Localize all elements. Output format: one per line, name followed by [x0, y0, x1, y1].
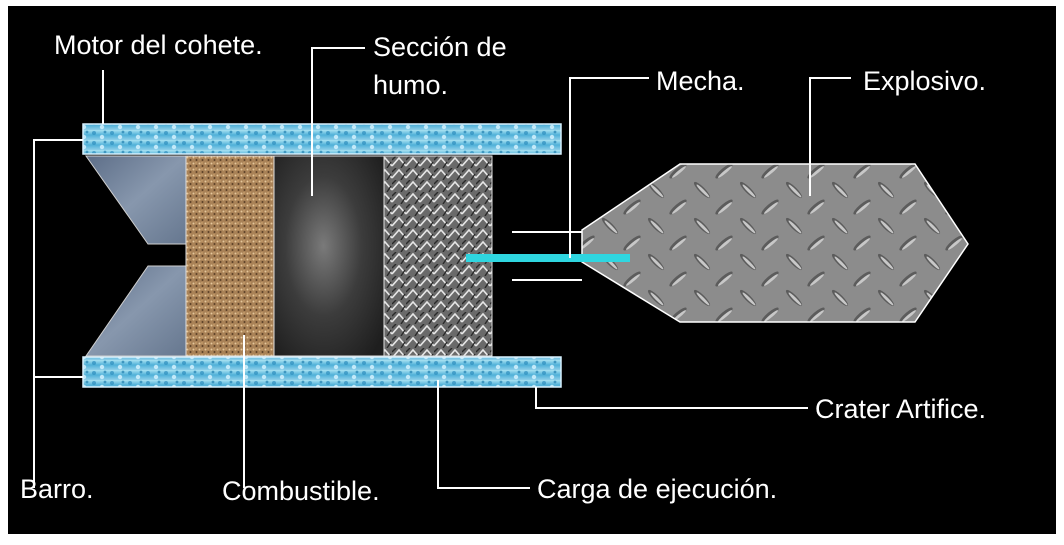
explosive-warhead [581, 163, 969, 323]
label-seccion-line2: humo. [373, 70, 448, 100]
smoke-section [273, 155, 385, 357]
casing-top [82, 123, 562, 155]
label-carga: Carga de ejecución. [537, 474, 777, 504]
label-mecha: Mecha. [656, 66, 745, 96]
fuel-section [185, 155, 275, 357]
label-seccion-line1: Sección de [373, 32, 507, 62]
label-explosivo: Explosivo. [863, 66, 986, 96]
label-crater: Crater Artifice. [815, 394, 986, 424]
label-barro: Barro. [20, 474, 94, 504]
label-combustible: Combustible. [222, 476, 380, 506]
casing-bottom [82, 356, 562, 388]
leader-lines [33, 47, 851, 489]
label-motor: Motor del cohete. [54, 30, 263, 60]
